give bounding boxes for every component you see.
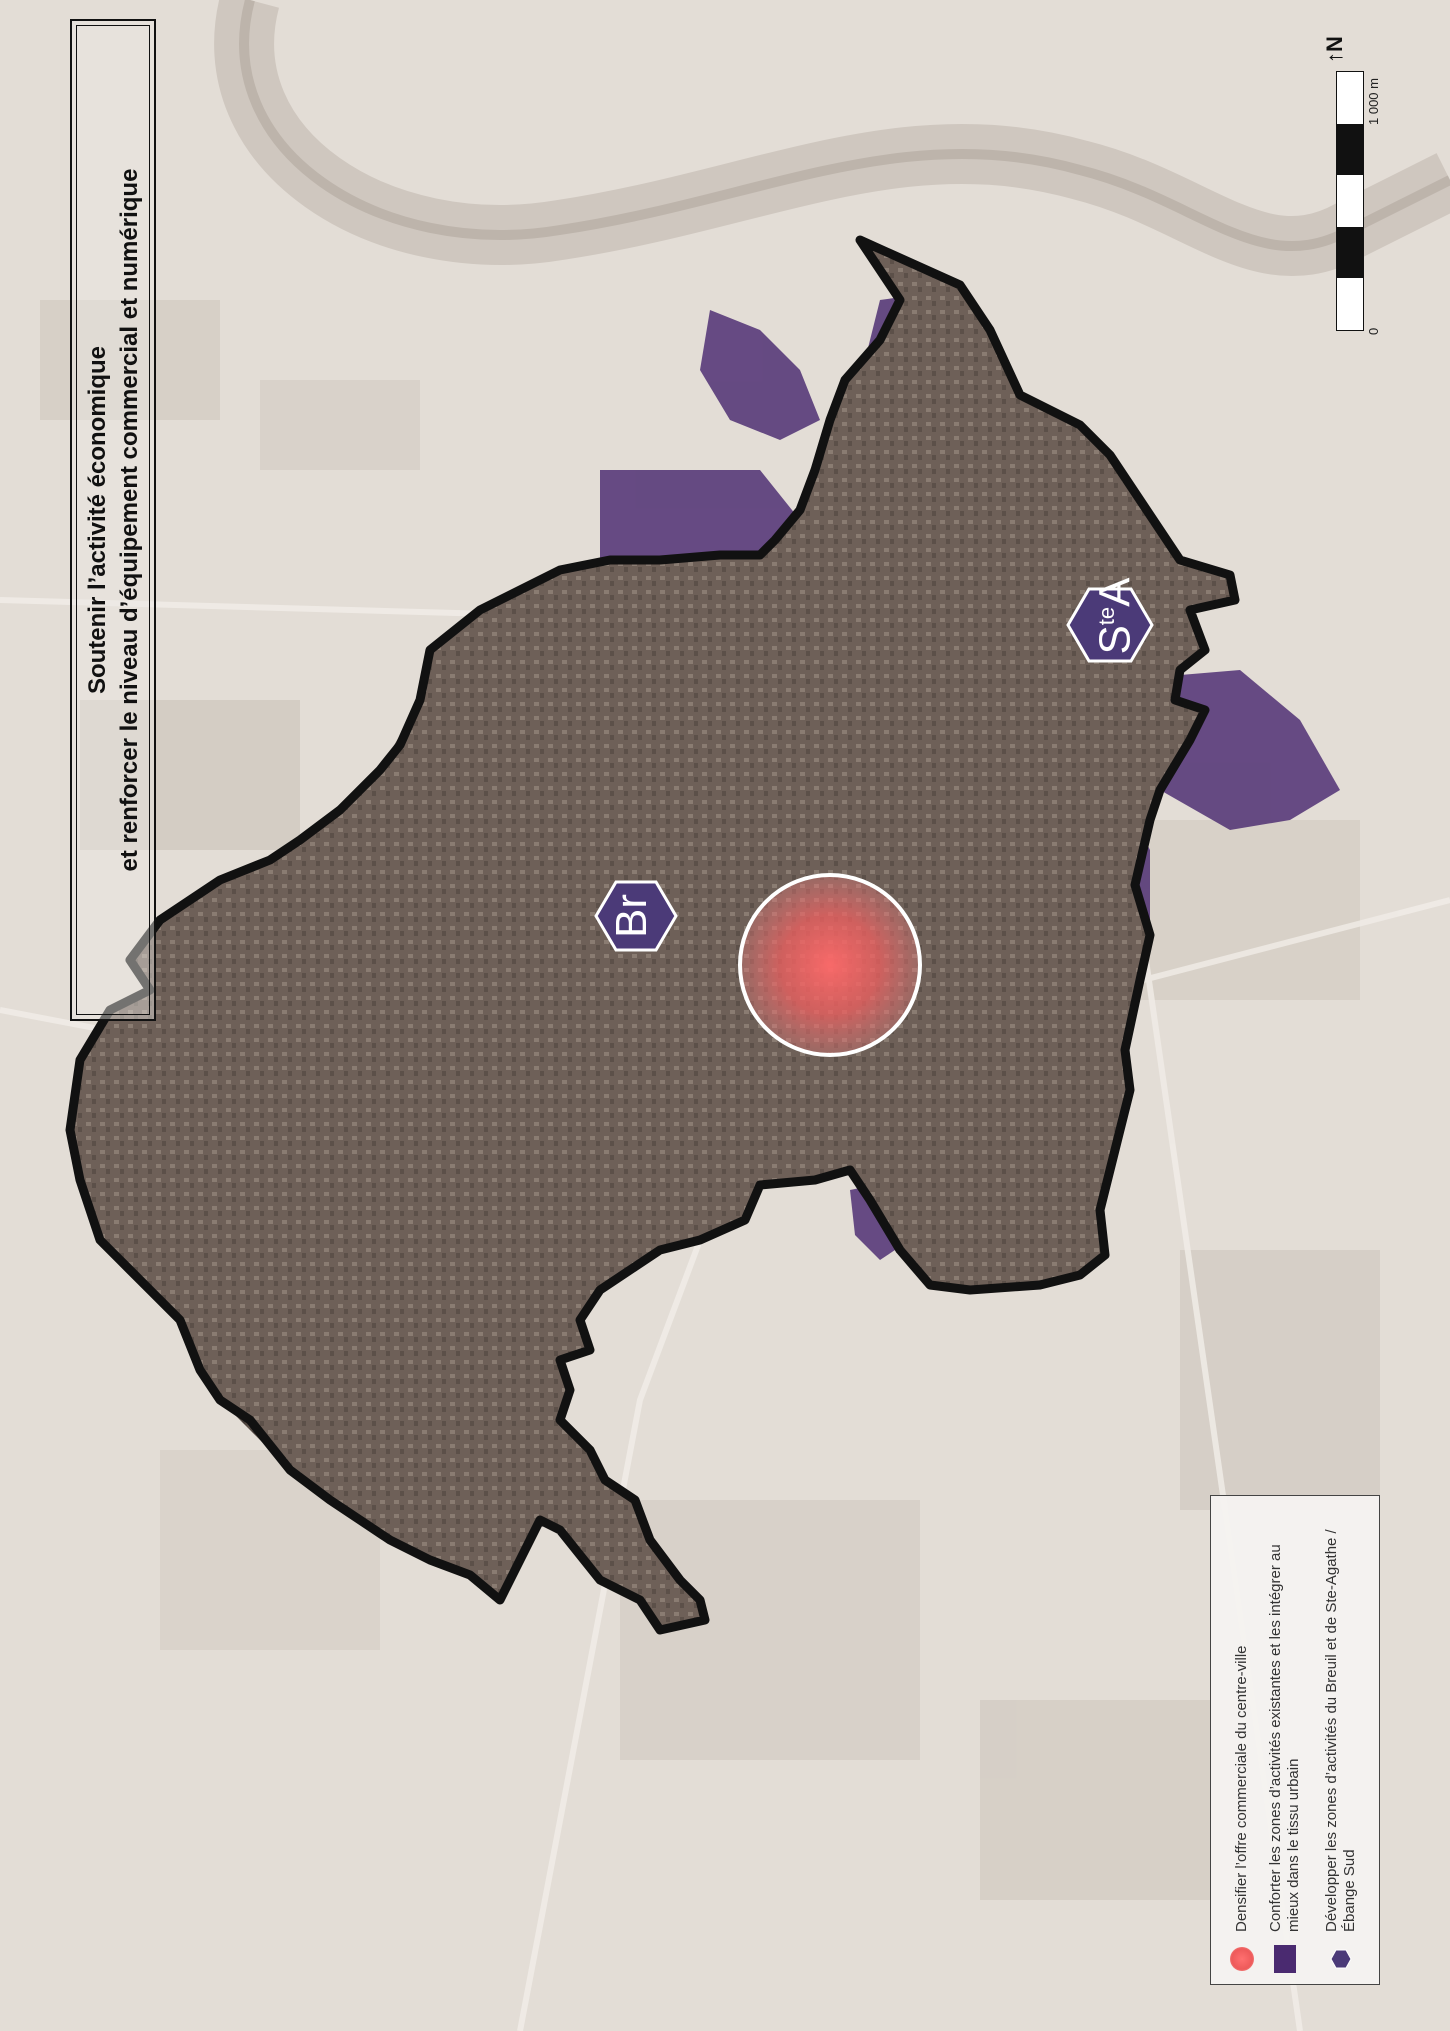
legend: Densifier l’offre commerciale du centre-… <box>1210 1495 1380 1985</box>
hexagon-sainte-agathe <box>1066 587 1154 663</box>
legend-item-zones-existantes: Conforter les zones d’activités existant… <box>1267 1504 1303 1976</box>
hexagon-breuil <box>594 880 678 952</box>
scale-label-end: 1 000 m <box>1366 78 1381 125</box>
scale-bar: 0 1 000 m <box>1320 71 1381 335</box>
legend-text-centre-ville: Densifier l’offre commerciale du centre-… <box>1233 1645 1250 1933</box>
red-circle-icon <box>1230 1947 1254 1971</box>
river-edge <box>239 0 1450 251</box>
legend-item-zones-developper: Développer les zones d’activités du Breu… <box>1323 1504 1359 1976</box>
hexagon-icon <box>1330 1949 1352 1969</box>
map-title-box: Soutenir l’activité économique et renfor… <box>70 19 156 1021</box>
map-title-line-1: Soutenir l’activité économique <box>84 345 111 695</box>
north-label: N <box>1322 36 1347 52</box>
purple-zone-icon <box>1274 1945 1296 1973</box>
scale-bar-segments <box>1336 71 1364 331</box>
legend-text-zones-existantes: Conforter les zones d’activités existant… <box>1267 1544 1302 1932</box>
activity-zone-port <box>700 310 820 440</box>
map-title-line-2: et renforcer le niveau d’équipement comm… <box>116 168 143 872</box>
zone-label-sainte-agathe: SteA <box>1090 577 1140 655</box>
centre-ville-circle <box>738 873 922 1057</box>
scale-label-start: 0 <box>1366 327 1381 335</box>
legend-item-centre-ville: Densifier l’offre commerciale du centre-… <box>1225 1504 1259 1976</box>
north-arrow-icon: ↑ <box>1322 52 1347 63</box>
zone-label-breuil: Br <box>607 894 656 938</box>
north-arrow: ↑N <box>1322 36 1348 63</box>
legend-text-zones-developper: Développer les zones d’activités du Breu… <box>1323 1529 1358 1932</box>
